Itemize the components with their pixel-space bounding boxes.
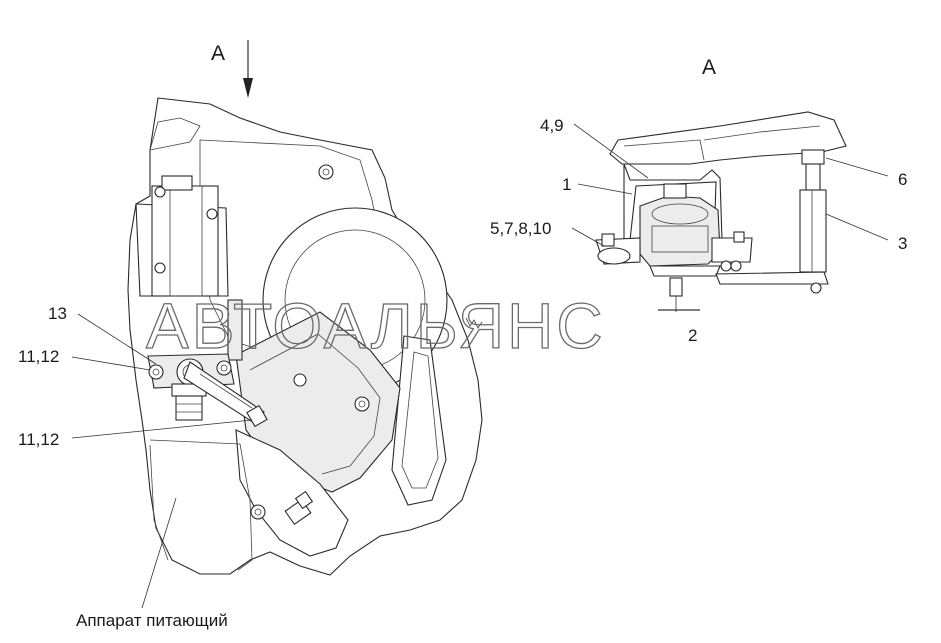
callout-3: 3 (898, 234, 907, 253)
view-mark-right: A (702, 56, 716, 79)
hex-bolt-lower (284, 490, 314, 526)
callout-4-9: 4,9 (540, 116, 564, 135)
callout-6: 6 (898, 170, 907, 189)
top-shroud (609, 111, 847, 165)
post-cap (801, 149, 825, 165)
view-arrow (243, 40, 253, 98)
link-arm (715, 271, 829, 285)
watermark: АВТОАЛЬЯНС (146, 290, 606, 362)
caption: Аппарат питающий (76, 611, 228, 630)
leader-lines (71, 123, 889, 609)
guide-rail (391, 335, 447, 506)
callout-5-7-8-10: 5,7,8,10 (490, 219, 551, 238)
callout-2: 2 (688, 326, 697, 345)
sensor-bracket (147, 353, 268, 428)
left-assembly-view (127, 97, 483, 576)
callout-11-12-top: 11,12 (18, 347, 59, 366)
callout-11-12-bottom: 11,12 (18, 430, 59, 449)
detail-view-a (595, 111, 847, 312)
post-tube (799, 189, 827, 273)
callout-13: 13 (48, 304, 67, 323)
callout-1: 1 (562, 175, 571, 194)
view-mark-left: A (211, 42, 225, 65)
